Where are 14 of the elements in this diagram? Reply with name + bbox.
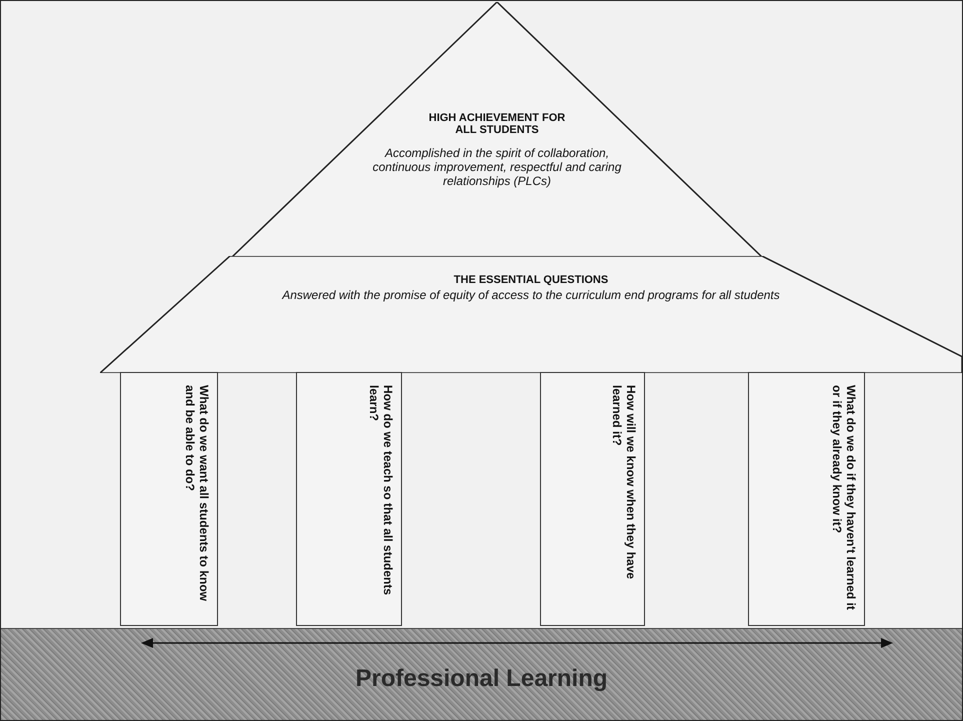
heading-text: THE ESSENTIAL QUESTIONS — [452, 274, 610, 286]
description-text: Answered with the promise of equity of access to the curriculum end programs for all students — [281, 288, 781, 302]
question-text: How will we know when they have learned it? — [610, 385, 638, 580]
pillar-box — [296, 372, 402, 626]
question-text: What do we do if they haven't learned it or if they already know it? — [830, 385, 858, 610]
description-text: Accomplished in the spirit of collaboration, continuous improvement, respectful and caring relationships (PLCs) — [372, 146, 622, 188]
pillar-box — [748, 372, 865, 626]
question-text: What do we want all students to know and be able to do? — [183, 385, 211, 602]
pillar-box — [540, 372, 645, 626]
question-text: How do we teach so that all students learn? — [367, 385, 395, 596]
foundation-title: Professional Learning — [354, 665, 609, 693]
foundation-band — [1, 628, 962, 720]
heading-text: HIGH ACHIEVEMENT FOR ALL STUDENTS — [428, 112, 566, 136]
pillar-box — [120, 372, 218, 626]
